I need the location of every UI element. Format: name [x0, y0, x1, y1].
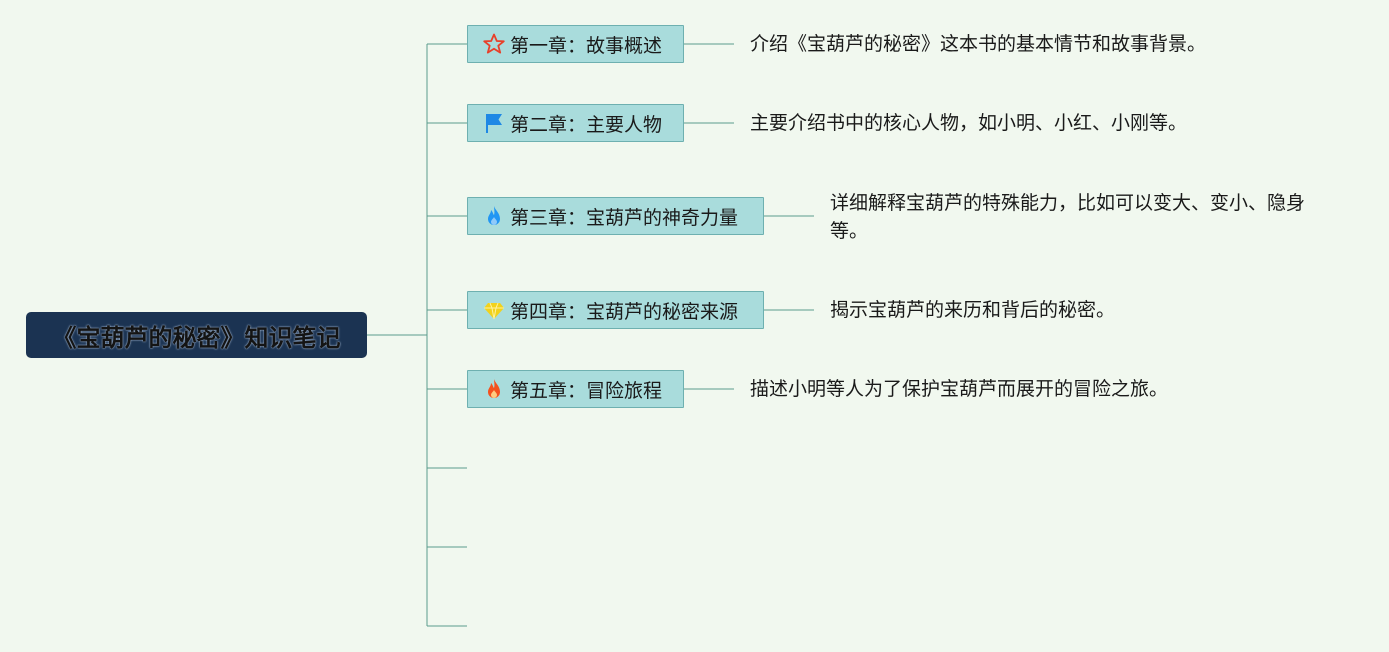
chapter-3-node[interactable]: 第三章：宝葫芦的神奇力量 [467, 197, 764, 235]
chapter-4-node[interactable]: 第四章：宝葫芦的秘密来源 [467, 291, 764, 329]
diamond-icon [482, 298, 506, 322]
blue-flame-icon [482, 204, 506, 228]
star-icon [482, 32, 506, 56]
chapter-4-label: 第四章：宝葫芦的秘密来源 [510, 300, 739, 323]
chapter-3-label: 第三章：宝葫芦的神奇力量 [510, 206, 739, 229]
root-title: 《宝葫芦的秘密》知识笔记 [52, 323, 341, 352]
chapter-5-label: 第五章：冒险旅程 [510, 379, 663, 402]
chapter-2-node[interactable]: 第二章：主要人物 [467, 104, 684, 142]
chapter-1-node[interactable]: 第一章：故事概述 [467, 25, 684, 63]
chapter-1-label: 第一章：故事概述 [510, 34, 663, 57]
chapter-4-description: 揭示宝葫芦的来历和背后的秘密。 [830, 299, 1116, 321]
chapter-3-description: 详细解释宝葫芦的特殊能力，比如可以变大、变小、隐身等。 [830, 192, 1306, 242]
chapter-5-description: 描述小明等人为了保护宝葫芦而展开的冒险之旅。 [750, 378, 1169, 400]
chapter-5-node[interactable]: 第五章：冒险旅程 [467, 370, 684, 408]
flag-icon [482, 111, 506, 135]
chapter-2-description: 主要介绍书中的核心人物，如小明、小红、小刚等。 [750, 112, 1188, 134]
chapter-2-label: 第二章：主要人物 [510, 113, 663, 136]
root-topic[interactable]: 《宝葫芦的秘密》知识笔记 [26, 312, 367, 358]
chapter-1-description: 介绍《宝葫芦的秘密》这本书的基本情节和故事背景。 [750, 33, 1207, 55]
red-flame-icon [482, 377, 506, 401]
